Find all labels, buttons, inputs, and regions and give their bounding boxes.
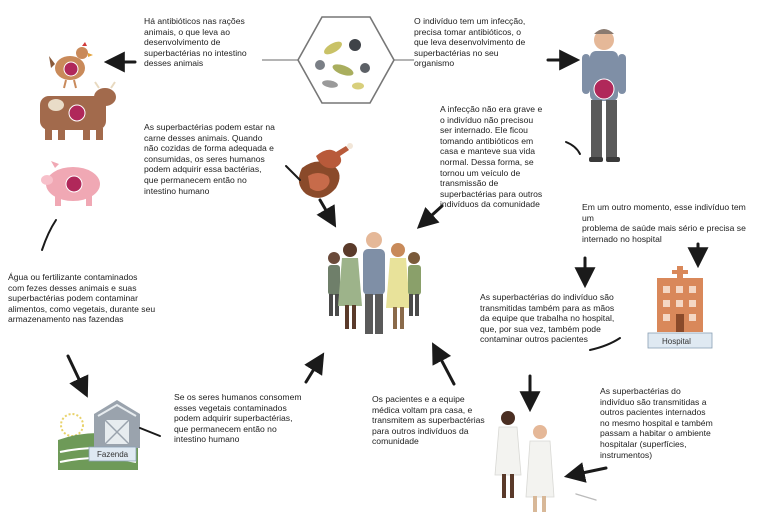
- chicken-icon: [49, 42, 93, 89]
- flow-arrows: [41, 49, 709, 501]
- hospital-label: Hospital: [662, 337, 691, 346]
- contaminated-water-text: Água ou fertilizante contaminados com fe…: [8, 272, 156, 325]
- farm-label: Fazenda: [97, 450, 129, 459]
- pig-icon: [41, 161, 100, 206]
- mild-infection-text: A infecção não era grave e o indivíduo n…: [440, 104, 543, 210]
- hospital-icon: [647, 266, 713, 349]
- return-home-text: Os pacientes e a equipe médica voltam pr…: [372, 394, 485, 447]
- hospital-patients-icon: [494, 411, 555, 512]
- individual-infection-text: O indivíduo tem um infecção, precisa tom…: [414, 16, 526, 69]
- contaminated-vegetables-text: Se os seres humanos consomem esses veget…: [174, 392, 302, 445]
- feed-antibiotics-text: Há antibióticos nas rações animais, o qu…: [144, 16, 247, 69]
- farm-icon: [58, 400, 140, 470]
- pills-hexagon-icon: [262, 16, 414, 104]
- cow-icon: [40, 81, 116, 140]
- staff-hands-text: As superbactérias do indivíduo são trans…: [480, 292, 615, 345]
- hospitalization-text: Em um outro momento, esse indivíduo tem …: [582, 202, 746, 244]
- hospital-spread-text: As superbactérias do indivíduo são trans…: [600, 386, 713, 460]
- community-people-icon: [328, 232, 421, 334]
- sick-man-icon: [582, 29, 626, 162]
- contaminated-meat-text: As superbactérias podem estar na carne d…: [144, 122, 275, 196]
- meat-icon: [298, 143, 353, 198]
